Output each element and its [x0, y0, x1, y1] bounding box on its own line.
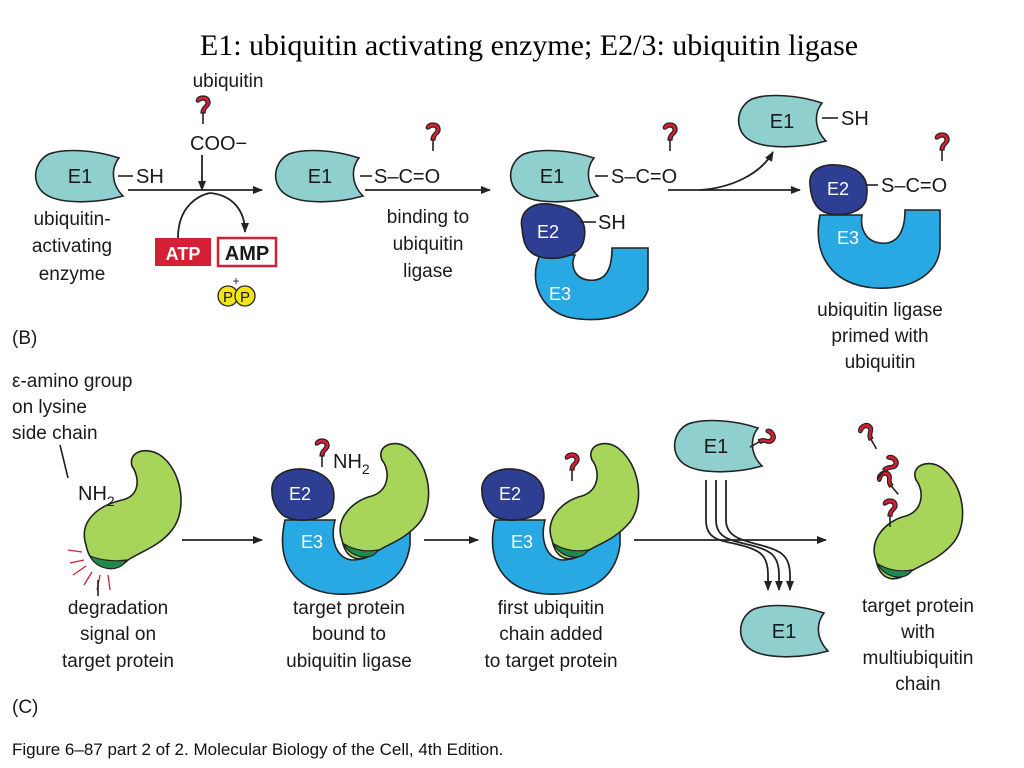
nh2-label: NH2	[333, 451, 370, 477]
e1-released: E1 SH	[737, 94, 869, 148]
target-protein-shape	[83, 450, 182, 569]
stage-3-caption-3: to target protein	[484, 651, 617, 672]
stage-3-caption-1: first ubiquitin	[498, 598, 605, 619]
e3-label: E3	[511, 532, 533, 552]
ubiquitin-icon	[564, 452, 580, 482]
stage-1-caption-3: target protein	[62, 651, 174, 672]
ubiquitin-icon	[874, 467, 905, 500]
stage-2-caption-1: target protein	[293, 598, 405, 619]
e2-label: E2	[537, 222, 559, 242]
ubiquitin-icon	[195, 95, 211, 125]
e2-shape	[271, 468, 335, 521]
stage-2-caption-2: bound to	[312, 624, 386, 645]
nh2-label: NH2	[78, 483, 115, 509]
e1-label: E1	[772, 621, 796, 643]
atp-box: ATP	[155, 238, 211, 266]
e1-label: E1	[770, 111, 794, 133]
primed-ligase: E2 S–C=O E3	[809, 132, 950, 289]
ubiquitin-icon	[934, 132, 950, 162]
ubiquitin-icon	[425, 122, 441, 152]
ubiquitin-icon	[855, 420, 884, 454]
e2-label: E2	[499, 484, 521, 504]
ubiquitin-icon	[314, 438, 330, 468]
e2-label: E2	[827, 179, 849, 199]
plus-label: +	[232, 274, 239, 288]
target-protein-free: NH2	[67, 450, 182, 591]
stage-1-caption-2: signal on	[80, 624, 156, 645]
first-ubiquitin-added: E2 E3	[481, 442, 640, 595]
e3-label: E3	[837, 228, 859, 248]
e1-label: E1	[704, 436, 728, 458]
e1-ubiquitin-thioester: E1 S–C=O	[274, 122, 441, 203]
e3-shape	[491, 519, 621, 595]
target-protein-shape	[549, 442, 640, 560]
enzyme-caption-1: ubiquitin-	[33, 209, 110, 230]
panel-b: E1 SH ubiquitin- activating enzyme ubiqu…	[12, 71, 950, 373]
e2-shape	[481, 468, 545, 521]
primed-caption-2: primed with	[831, 326, 928, 347]
stage-3-caption-2: chain added	[499, 624, 603, 645]
binding-caption-3: ligase	[403, 261, 453, 282]
amino-caption-3: side chain	[12, 423, 98, 444]
enzyme-caption-2: activating	[32, 236, 112, 257]
e3-shape	[281, 519, 411, 595]
ubiquitin-icon	[662, 122, 678, 152]
stage-4-caption-2: with	[900, 622, 935, 643]
e1-enzyme-free: E1 SH	[34, 149, 164, 203]
e3-label: E3	[549, 284, 571, 304]
panel-c-label: (C)	[12, 697, 38, 718]
thioester-label: S–C=O	[611, 166, 677, 188]
e2-shape	[520, 203, 586, 260]
target-bound-ligase: NH2 E2 E3	[271, 438, 430, 595]
amp-box: AMP	[216, 236, 278, 268]
thioester-label: S–C=O	[881, 175, 947, 197]
phosphate-label-2: P	[240, 289, 250, 306]
e1-e2-e3-complex: E1 S–C=O E2 SH E3	[509, 122, 678, 321]
e2-shape	[809, 164, 868, 216]
amino-caption-1: ε-amino group	[12, 371, 132, 392]
multiubiquitin-target	[855, 420, 964, 580]
sh-label: SH	[841, 108, 869, 130]
binding-caption-2: ubiquitin	[393, 234, 464, 255]
coo-label: COO−	[190, 133, 247, 155]
amp-label: AMP	[225, 243, 269, 265]
sh-label: SH	[136, 166, 164, 188]
degradation-signal	[342, 542, 380, 558]
primed-caption-1: ubiquitin ligase	[817, 300, 943, 321]
primed-caption-3: ubiquitin	[845, 352, 916, 373]
enzyme-caption-3: enzyme	[39, 264, 106, 285]
ubiquitin-icon	[871, 452, 902, 485]
e1-returned: E1	[739, 604, 829, 658]
e2-label: E2	[289, 484, 311, 504]
degradation-signal	[876, 562, 914, 578]
ubiquitin-label: ubiquitin	[193, 71, 264, 92]
sh-label: SH	[598, 212, 626, 234]
stage-4-caption-3: multiubiquitin	[863, 648, 974, 669]
binding-caption-1: binding to	[387, 207, 469, 228]
degradation-signal	[88, 554, 127, 570]
atp-label: ATP	[166, 244, 201, 264]
figure-footer: Figure 6–87 part 2 of 2. Molecular Biolo…	[12, 740, 503, 759]
pyrophosphate-icon: P P +	[217, 274, 256, 307]
panel-c: ε-amino group on lysine side chain NH2 d…	[12, 371, 974, 718]
e3-label: E3	[301, 532, 323, 552]
e1-label: E1	[308, 166, 332, 188]
stage-2-caption-3: ubiquitin ligase	[286, 651, 412, 672]
e1-with-ubiquitin: E1	[673, 419, 779, 473]
panel-b-label: (B)	[12, 328, 37, 349]
e1-label: E1	[540, 166, 564, 188]
e3-shape	[817, 209, 941, 289]
stage-1-caption-1: degradation	[68, 598, 168, 619]
stage-4-caption-1: target protein	[862, 596, 974, 617]
degradation-signal	[552, 542, 590, 558]
e3-shape	[534, 247, 649, 321]
phosphate-label-1: P	[223, 289, 233, 306]
e1-label: E1	[68, 166, 92, 188]
thioester-label: S–C=O	[374, 166, 440, 188]
stage-4-caption-4: chain	[895, 674, 940, 695]
diagram-title: E1: ubiquitin activating enzyme; E2/3: u…	[200, 29, 858, 62]
recycling-arrows	[705, 480, 794, 591]
amino-caption-2: on lysine	[12, 397, 87, 418]
